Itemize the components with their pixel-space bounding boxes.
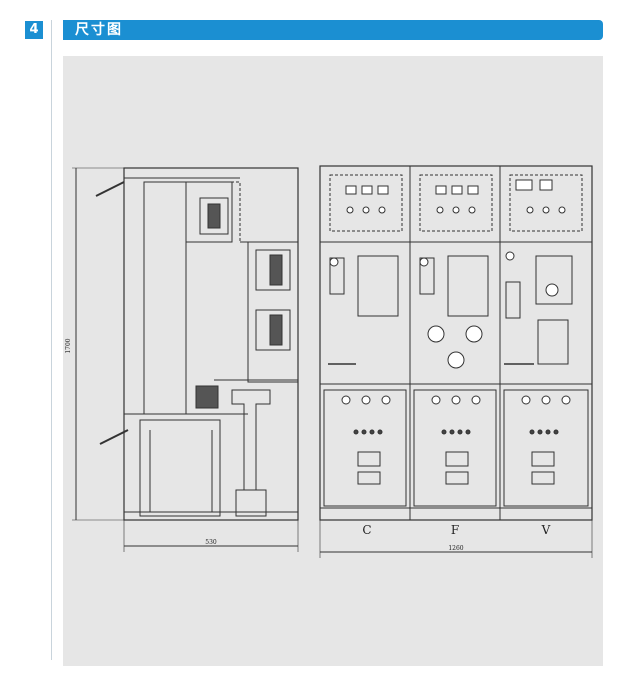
side-width-dim-label: 530 xyxy=(205,539,217,546)
section-title: 尺寸图 xyxy=(75,22,123,38)
left-margin-rule xyxy=(51,20,52,660)
front-view xyxy=(319,165,593,558)
section-number-badge: 4 xyxy=(25,21,43,39)
drawing-panel xyxy=(63,56,603,666)
unit-label-v: V xyxy=(541,523,551,537)
side-height-dim-label: 1700 xyxy=(65,338,72,353)
front-cabinet-outline xyxy=(319,165,593,521)
unit-label-c: C xyxy=(362,523,371,537)
section-header-bar: 尺寸图 xyxy=(63,20,603,40)
side-view xyxy=(72,167,299,552)
unit-label-f: F xyxy=(451,523,459,537)
front-width-dim-label: 1260 xyxy=(448,545,463,552)
